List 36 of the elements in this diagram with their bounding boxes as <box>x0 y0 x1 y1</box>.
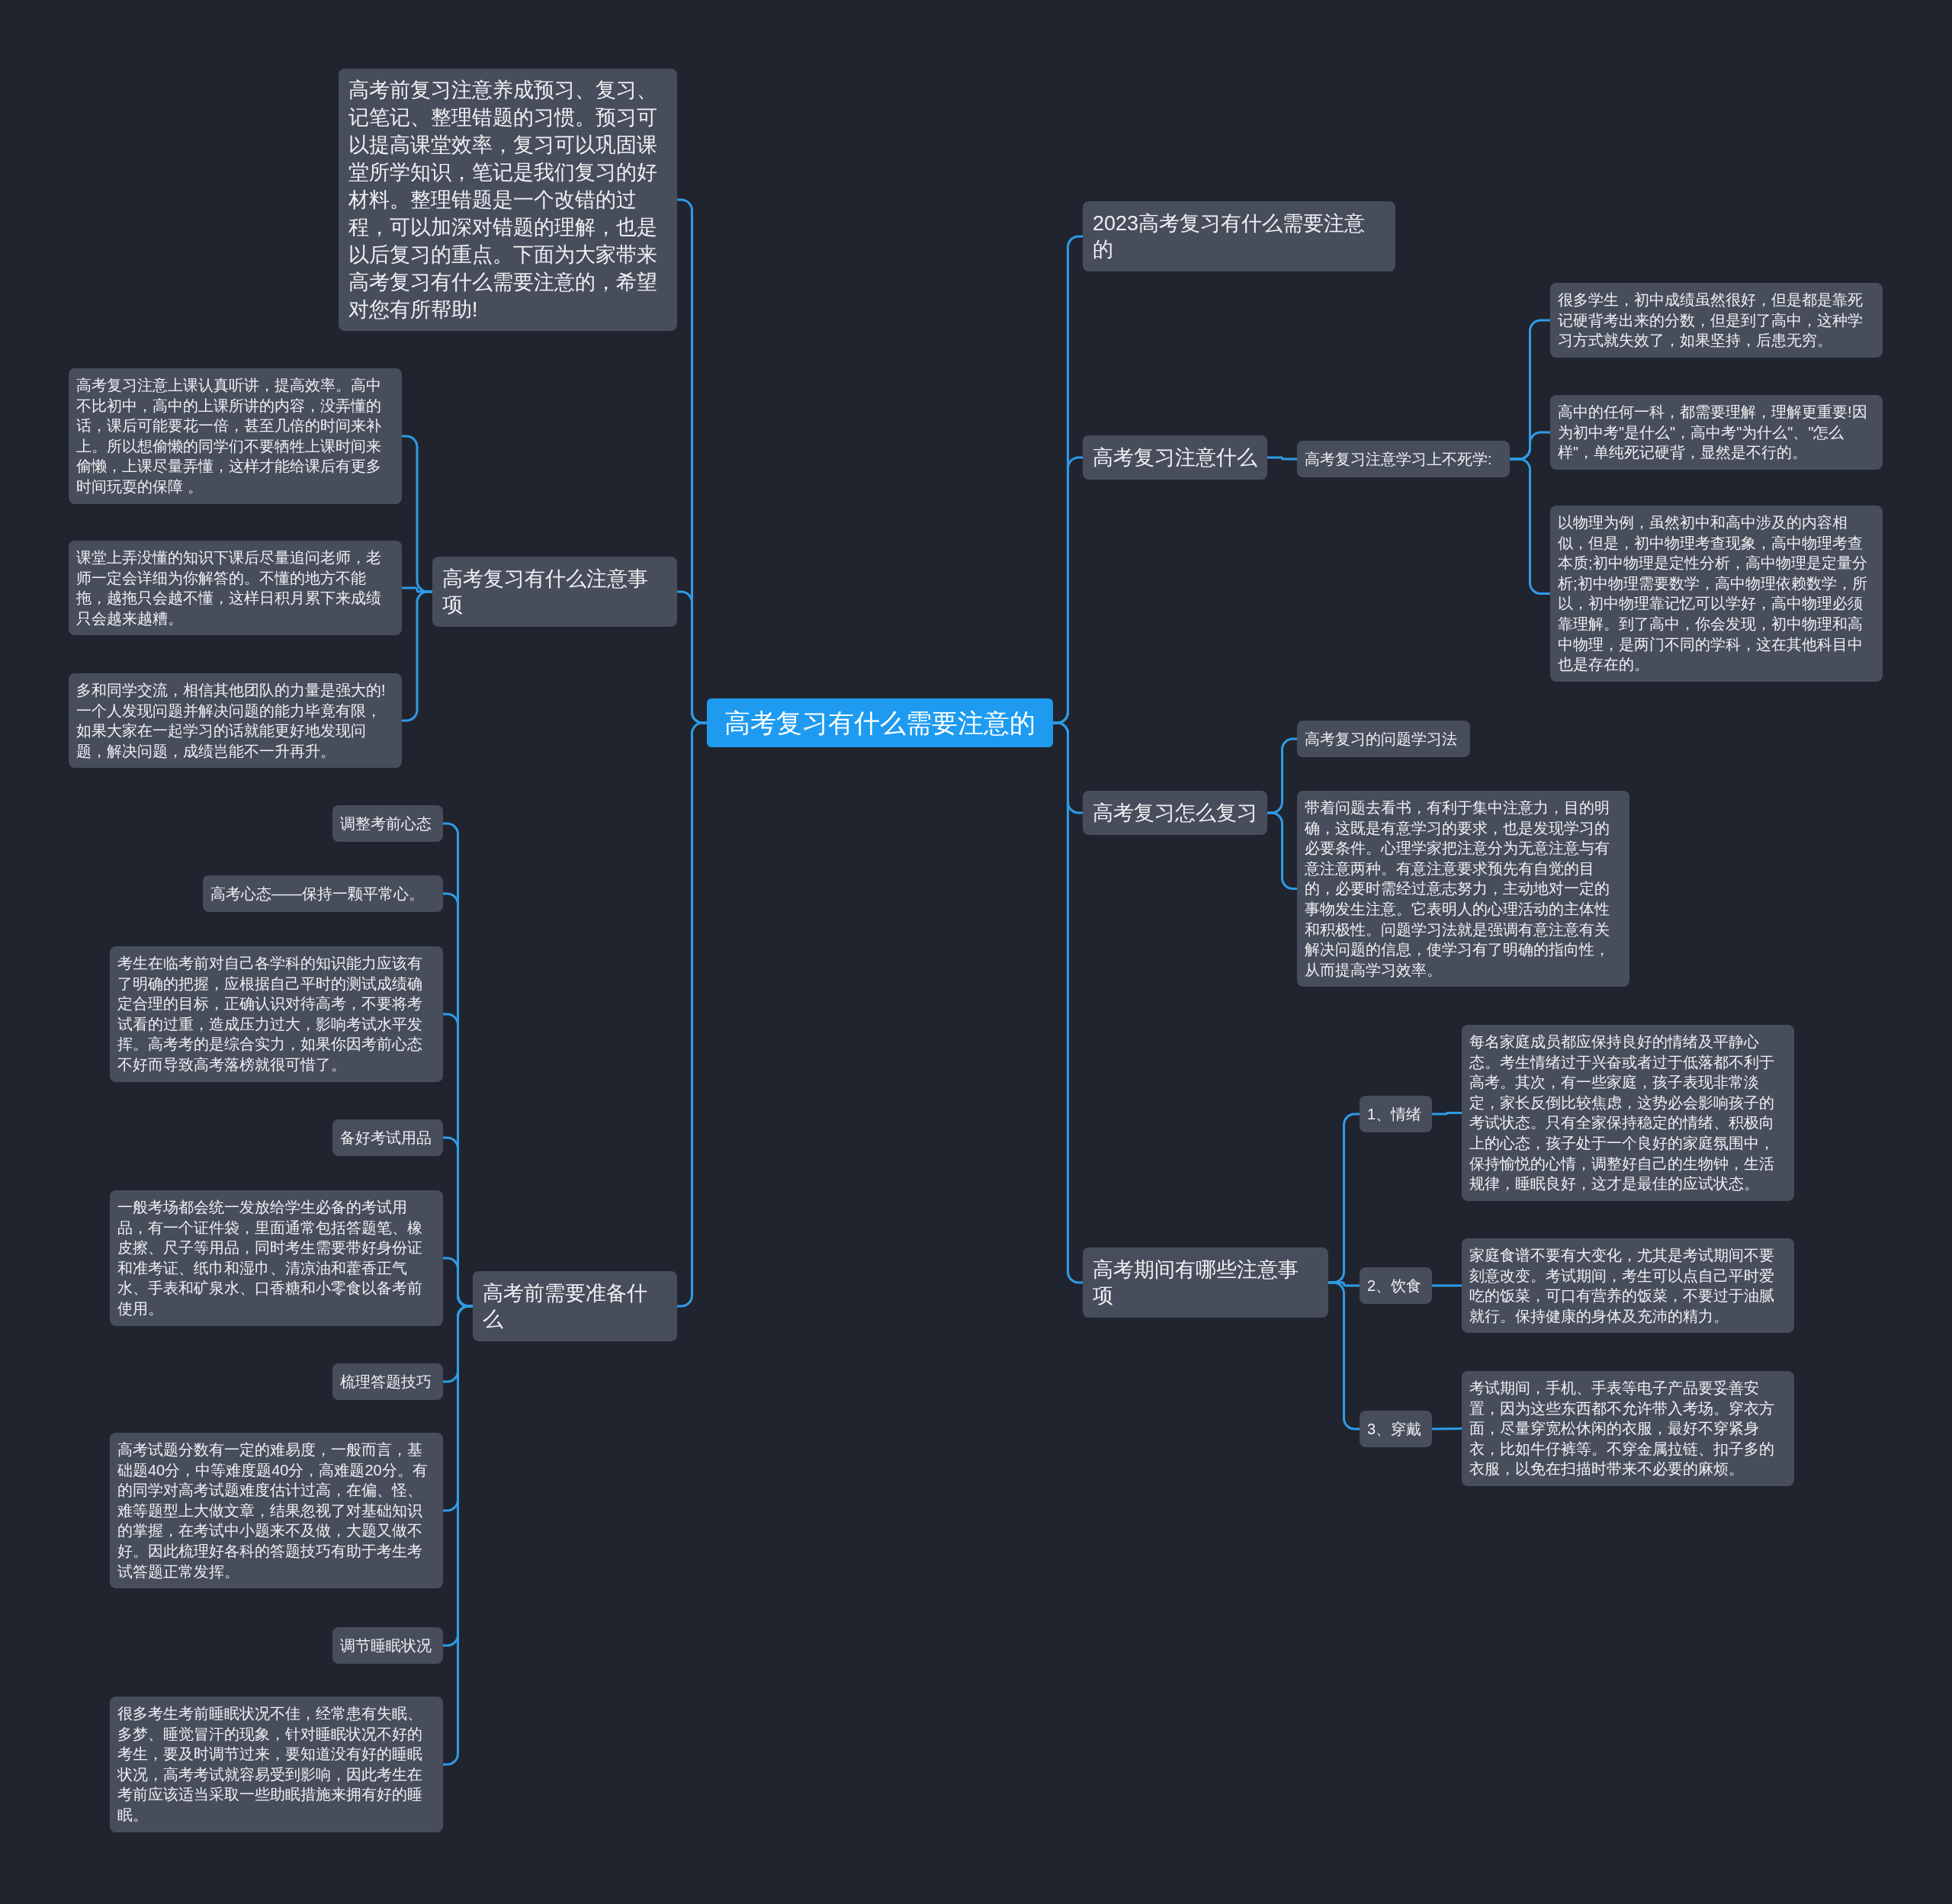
connector-line <box>1267 456 1297 461</box>
subtopic-label: 调节睡眠状况 <box>332 1627 443 1664</box>
subtopic-label: 高考心态——保持一颗平常心。 <box>203 875 443 912</box>
subtopic-label: 1、情绪 <box>1360 1096 1432 1132</box>
branch-topic: 2023高考复习有什么需要注意的 <box>1083 201 1395 271</box>
text-card: 多和同学交流，相信其他团队的力量是强大的!一个人发现问题并解决问题的能力毕竟有限，如果大家在一起学习的话就能更好地发现问题，解决问题，成绩岂能不一升再升。 <box>69 673 402 769</box>
subtopic-label: 3、穿戴 <box>1360 1411 1432 1447</box>
branch-topic: 高考期间有哪些注意事项 <box>1083 1247 1328 1318</box>
text-card: 课堂上弄没懂的知识下课后尽量追问老师，老师一定会详细为你解答的。不懂的地方不能拖，越拖只会越不懂，这样日积月累下来成绩只会越来越糟。 <box>69 541 402 636</box>
text-card: 考生在临考前对自己各学科的知识能力应该有了明确的把握，应根据自己平时的测试成绩确定合理的目标，正确认识对待高考，不要将考试看的过重，造成压力过大，影响考试水平发挥。高考考的是综合实力，如果你因考前心态不好而导致高考落榜就很可惜了。 <box>110 946 443 1082</box>
connector-line <box>1432 1284 1462 1287</box>
text-card: 很多考生考前睡眠状况不佳，经常患有失眠、多梦、睡觉冒汗的现象，针对睡眠状况不好的考生，要及时调节过来，要知道没有好的睡眠状况，高考考试就容易受到影响，因此考生在考前应该适当采取一些助眠措施来拥有好的睡眠。 <box>110 1697 443 1832</box>
branch-topic: 高考前需要准备什么 <box>473 1271 677 1341</box>
branch-topic: 高考复习怎么复习 <box>1083 791 1267 835</box>
text-card: 带着问题去看书，有利于集中注意力，目的明确，这既是有意学习的要求，也是发现学习的必要条件。心理学家把注意分为无意注意与有意注意两种。有意注意要求预先有自觉的目的，必要时需经过意志努力，主动地对一定的事物发生注意。它表明人的心理活动的主体性和积极性。问题学习法就是强调有意注意有关解决问题的信息，使学习有了明确的指向性，从而提高学习效率。 <box>1297 791 1629 987</box>
branch-topic: 高考复习有什么注意事项 <box>432 557 677 627</box>
text-card: 很多学生，初中成绩虽然很好，但是都是靠死记硬背考出来的分数，但是到了高中，这种学习方式就失效了，如果坚持，后患无穷。 <box>1550 283 1883 358</box>
subtopic-label: 2、饮食 <box>1360 1267 1432 1304</box>
text-card: 每名家庭成员都应保持良好的情绪及平静心态。考生情绪过于兴奋或者过于低落都不利于高考。其次，有一些家庭，孩子表现非常淡定，家长反倒比较焦虑，这势必会影响孩子的考试状态。只有全家保持稳定的情绪、积极向上的心态，孩子处于一个良好的家庭氛围中，保持愉悦的心情，调整好自己的生物钟，生活规律，睡眠良好，这才是最佳的应试状态。 <box>1462 1025 1794 1201</box>
connector-line <box>1432 1112 1462 1116</box>
subtopic-label: 调整考前心态 <box>332 805 443 842</box>
branch-topic: 高考复习注意什么 <box>1083 435 1267 480</box>
intro-card: 高考前复习注意养成预习、复习、记笔记、整理错题的习惯。预习可以提高课堂效率，复习可以巩固课堂所学知识，笔记是我们复习的好材料。整理错题是一个改错的过程，可以加深对错题的理解，也是以后复习的重点。下面为大家带来高考复习有什么需要注意的，希望对您有所帮助! <box>339 69 677 331</box>
central-topic: 高考复习有什么需要注意的 <box>707 698 1053 747</box>
subtopic-label: 梳理答题技巧 <box>332 1363 443 1400</box>
subtopic-label: 备好考试用品 <box>332 1119 443 1156</box>
text-card: 高考试题分数有一定的难易度，一般而言，基础题40分，中等难度题40分，高难题20分。有的同学对高考试题难度估计过高，在偏、怪、难等题型上大做文章，结果忽视了对基础知识的掌握，在考试中小题来不及做，大题又做不好。因此梳理好各科的答题技巧有助于考生考试答题正常发挥。 <box>110 1433 443 1589</box>
text-card: 考试期间，手机、手表等电子产品要妥善安置，因为这些东西都不允许带入考场。穿衣方面，尽量穿宽松休闲的衣服，最好不穿紧身衣，比如牛仔裤等。不穿金属拉链、扣子多的衣服，以免在扫描时带来不必要的麻烦。 <box>1462 1371 1794 1486</box>
text-card: 高考复习注意上课认真听讲，提高效率。高中不比初中，高中的上课所讲的内容，没弄懂的话，课后可能要花一倍，甚至几倍的时间来补上。所以想偷懒的同学们不要牺牲上课时间来偷懒，上课尽量弄懂，这样才能给课后有更多时间玩耍的保障 。 <box>69 368 402 504</box>
connector-line <box>1431 1427 1462 1430</box>
text-card: 以物理为例，虽然初中和高中涉及的内容相似，但是，初中物理考查现象，高中物理考查本质;初中物理是定性分析，高中物理是定量分析;初中物理需要数学，高中物理依赖数学，所以，初中物理靠记忆可以学好，高中物理必须靠理解。到了高中，你会发现，初中物理和高中物理，是两门不同的学科，这在其他科目中也是存在的。 <box>1550 506 1883 682</box>
subtopic-label: 高考复习的问题学习法 <box>1297 721 1470 757</box>
subtopic-label: 高考复习注意学习上不死学: <box>1297 441 1510 477</box>
text-card: 高中的任何一科，都需要理解，理解更重要!因为初中考"是什么"，高中考"为什么"、"怎么样"，单纯死记硬背，显然是不行的。 <box>1550 395 1883 470</box>
text-card: 家庭食谱不要有大变化，尤其是考试期间不要刻意改变。考试期间，考生可以点自己平时爱吃的饭菜，可口有营养的饭菜，不要过于油腻就行。保持健康的身体及充沛的精力。 <box>1462 1238 1794 1334</box>
text-card: 一般考场都会统一发放给学生必备的考试用品，有一个证件袋，里面通常包括答题笔、橡皮擦、尺子等用品，同时考生需要带好身份证和准考证、纸巾和湿巾、清凉油和藿香正气水、手表和矿泉水、口香糖和小零食以备考前使用。 <box>110 1190 443 1326</box>
